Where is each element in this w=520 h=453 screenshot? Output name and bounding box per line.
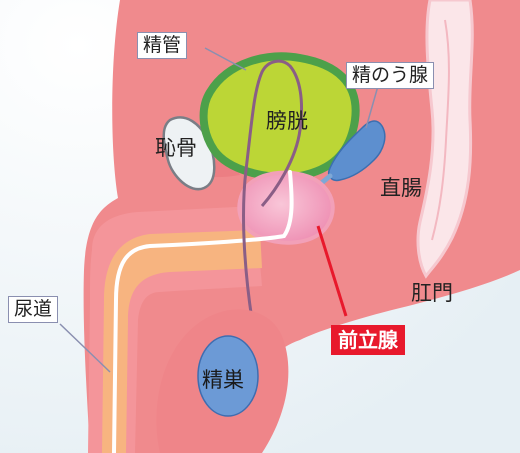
label-seminal-vesicle: 精のう腺 [346,62,435,89]
rectum-fold [431,19,450,241]
seminal-vesicle [328,120,386,182]
testis [197,335,259,417]
label-prostate: 前立腺 [331,325,405,355]
label-rectum: 直腸 [380,176,422,200]
leader-prostate [316,225,348,317]
label-seminal-duct: 精管 [137,32,188,59]
leader-seminal-vesicle [365,85,379,129]
label-anus: 肛門 [411,281,453,305]
leader-seminal-duct [204,47,247,71]
urethra-line [112,170,294,453]
seminal-duct [242,59,304,321]
label-pubic-bone: 恥骨 [155,136,197,160]
label-bladder: 膀胱 [266,109,308,133]
label-urethra: 尿道 [8,296,59,323]
label-testis: 精巣 [202,368,244,392]
pubic-bone [162,116,216,191]
leader-urethra [59,323,111,373]
